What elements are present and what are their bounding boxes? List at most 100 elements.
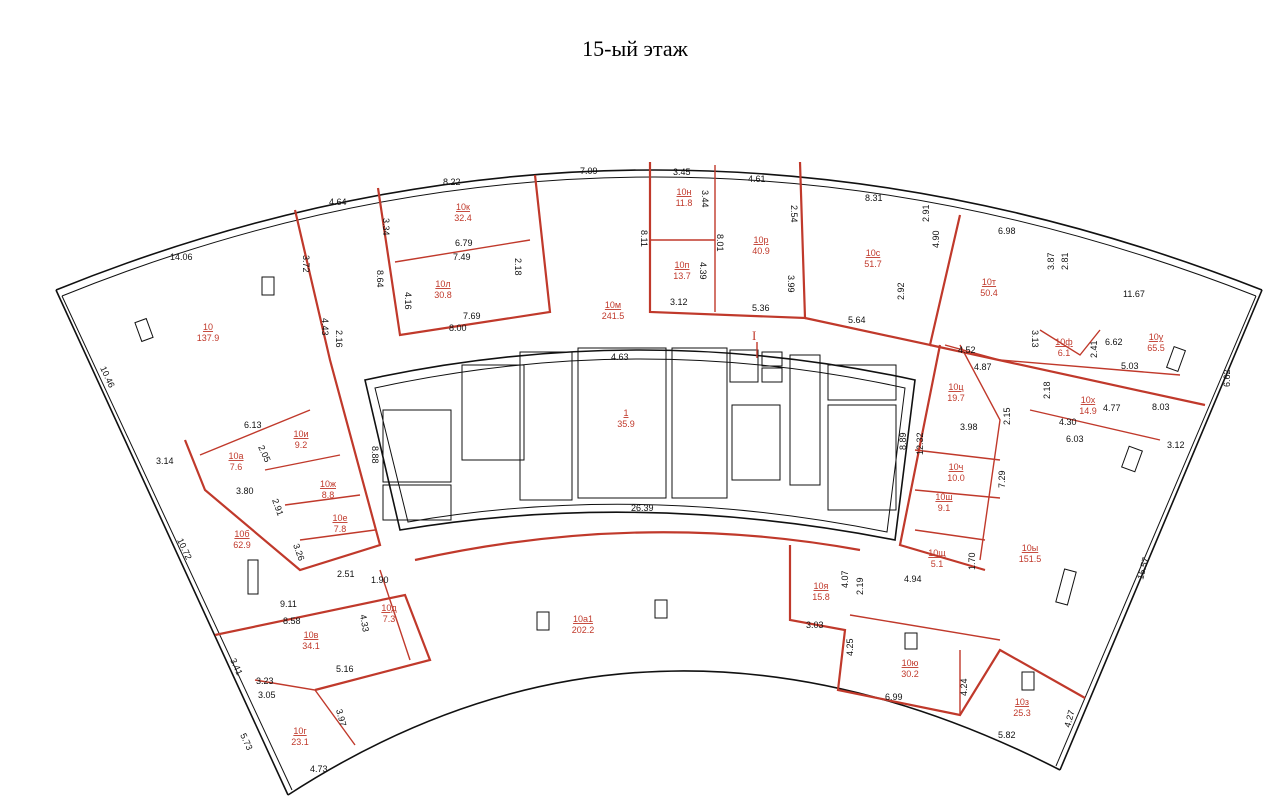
dimension: 4.25 [845,638,855,656]
room-area: 51.7 [864,259,882,269]
room-id: 10ы [1022,543,1038,553]
dimension: 2.15 [1002,407,1012,425]
dimension: 5.82 [998,730,1016,740]
dimension: 4.64 [329,197,347,207]
stair-right [731,404,781,481]
room-id: 10а [228,451,243,461]
dimension: 10.72 [175,537,194,562]
dimension: 6.98 [998,226,1016,236]
room-area: 65.5 [1147,343,1165,353]
room-area: 15.8 [812,592,830,602]
room-id: 10п [675,260,690,270]
dimension: 5.64 [848,315,866,325]
room-id: 10д [381,603,397,613]
room-id: 10е [332,513,347,523]
dimension: 5.03 [1121,361,1139,371]
dimension: 4.24 [959,678,969,696]
core-room [382,409,452,483]
room-id: 10р [753,235,768,245]
dimension: 5.16 [336,664,354,674]
dimension: 8.89 [898,432,908,450]
room-area: 5.1 [931,559,944,569]
room-area: 14.9 [1079,406,1097,416]
room-area: 50.4 [980,288,998,298]
stair-left [461,364,525,461]
room-area: 30.8 [434,290,452,300]
dimension: 9.11 [280,599,297,609]
dimension: 3.87 [1046,252,1056,270]
dimension: 3.05 [258,690,276,700]
dimension: 3.99 [786,275,796,293]
room-id: 10б [234,529,249,539]
room-area: 7.6 [230,462,243,472]
dimension: 2.05 [256,444,272,464]
dimension: 4.52 [958,345,976,355]
room-area: 6.1 [1058,348,1071,358]
room-id: 10 [203,322,213,332]
room-id: 10ц [948,382,963,392]
room-area: 35.9 [617,419,635,429]
room-area: 241.5 [602,311,625,321]
room-area: 40.9 [752,246,770,256]
outer-wall [55,169,1263,291]
dimension: 4.73 [310,764,328,774]
room-area: 32.4 [454,213,472,223]
dimension: 2.91 [270,497,285,517]
dimension: 3.72 [301,255,311,273]
dimension: 2.18 [1042,381,1052,399]
room-area: 30.2 [901,669,919,679]
dimension: 2.51 [337,569,355,579]
room-area: 13.7 [673,271,691,281]
dimension: 2.91 [921,204,931,222]
dimension: 11.67 [1123,289,1145,299]
inner-wall-bottom [287,670,1061,796]
dimension: 1.70 [967,552,977,570]
dimension: 4.39 [698,262,708,280]
room-area: 7.8 [334,524,347,534]
dimension: 2.16 [334,330,344,348]
room-id: 10щ [928,548,946,558]
dimension: 8.64 [375,270,385,288]
room-area: 202.2 [572,625,595,635]
dimension: 10.46 [98,365,117,390]
dimension: 3.98 [960,422,978,432]
room-id: 10ж [320,479,336,489]
room-id: 10л [435,279,450,289]
core-central [577,347,667,499]
dimension: 3.34 [381,218,391,236]
room-id: 10ч [949,462,964,472]
dimension: 4.77 [1103,403,1121,413]
dimension: 3.13 [1030,330,1040,348]
dimension: 8.31 [865,193,883,203]
room-id: 10н [677,187,692,197]
dimension: 7.29 [997,470,1007,488]
dimension: 26.39 [631,503,654,513]
room-id: 10з [1015,697,1029,707]
dimension: 4.90 [931,230,941,248]
room-id: 1 [623,408,628,418]
dimension: 2.41 [1089,340,1099,358]
dimension: 8.11 [639,230,649,247]
room-id: 10м [605,300,621,310]
dimension: 8.01 [715,234,725,252]
dimension: 3.23 [256,676,274,686]
dimension: 4.16 [403,292,413,310]
dimension: 8.88 [370,446,380,464]
dimension: 4.30 [1059,417,1077,427]
room-id: 10т [982,277,996,287]
dimension: 4.33 [358,614,371,633]
dimension: 3.45 [673,167,691,177]
dimension: 12.32 [915,432,925,455]
dimension: 4.61 [748,174,766,184]
dimension: 5.73 [238,732,254,752]
room-id: 10с [866,248,881,258]
outer-wall-right [1059,289,1263,771]
dimension: 5.36 [752,303,770,313]
room-id: 10и [293,429,308,439]
room-area: 9.1 [938,503,951,513]
core-outer [364,349,916,541]
room-labels: 10 137.9 10к 32.4 10л 30.8 10м 241.5 10н… [197,187,1165,747]
room-id: 10а1 [573,614,593,624]
dimension: 6.62 [1222,369,1232,387]
